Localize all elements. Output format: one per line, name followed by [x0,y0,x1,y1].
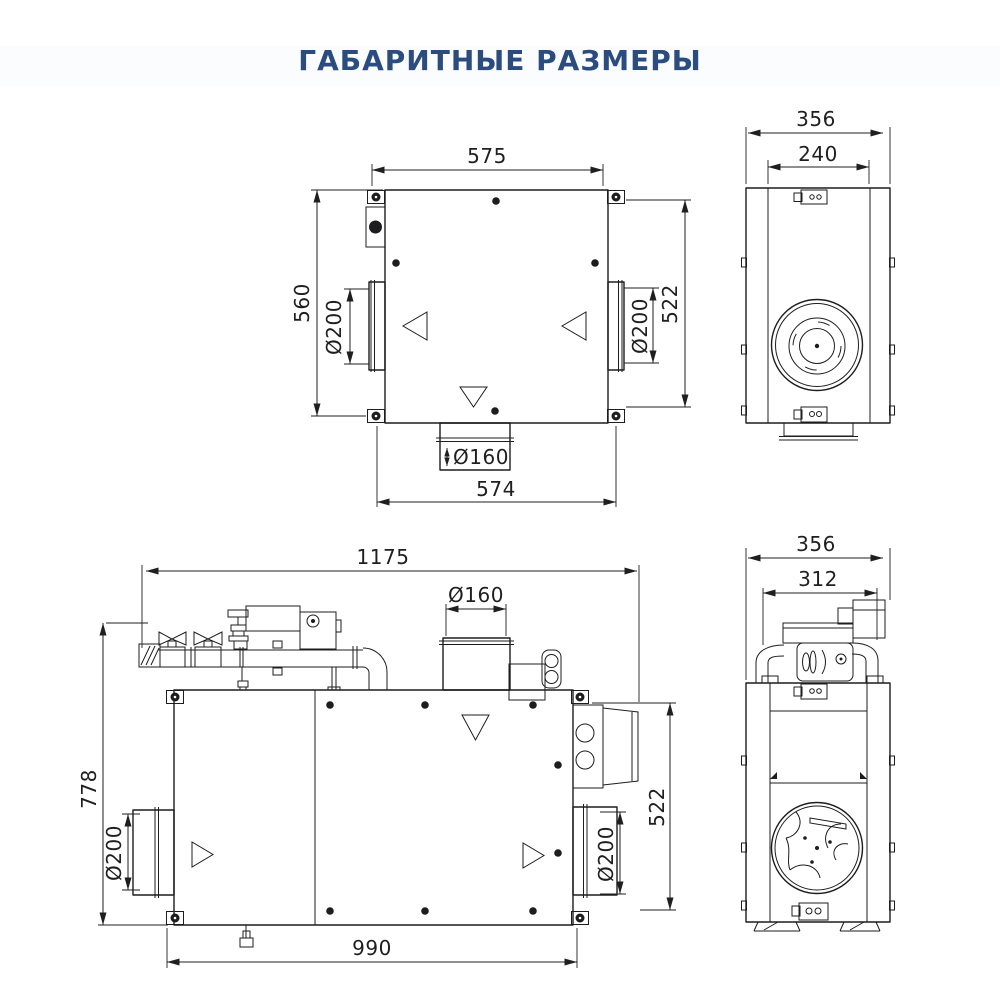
background-tint-band [0,46,1000,86]
dim-duct-right: Ø200 [624,287,659,364]
dim-length-total: 1175 [141,545,640,702]
dim-width-top: 575 [371,144,604,186]
dim-height-total: 778 [77,622,168,926]
dim-label: Ø200 [594,826,618,882]
pump-assembly [755,599,886,684]
front-view: 1175 Ø160 778 990 [77,545,676,968]
dim-duct-left: Ø200 [102,813,140,891]
corner-foot [367,190,385,204]
airflow-marker-right-icon [191,841,214,868]
dim-length-base: 990 [166,928,578,968]
dim-width-pump: 312 [762,567,878,645]
top-view: 575 574 560 522 [290,144,691,507]
dim-label: 574 [476,477,516,501]
dim-width-outer: 356 [745,532,891,680]
dim-height-right: 522 [626,199,691,408]
cable-gland-top [793,683,828,700]
dim-label: 522 [645,787,669,827]
dim-label: Ø160 [448,583,504,607]
duct-spigot-bottom [436,422,514,471]
dim-duct-right: Ø200 [594,811,626,895]
cable-gland-bottom [793,406,828,423]
panel-corner-mark [860,772,867,779]
unit-body-top [384,189,609,424]
condensate-drain [239,925,254,948]
duct-spigot-left [132,807,175,898]
side-view-upper: 356 240 [741,107,895,441]
airflow-marker-right-icon [522,842,545,869]
dim-label: 522 [658,284,682,324]
electrical-box [572,704,639,789]
dim-height-body: 522 [592,702,676,911]
corner-foot [607,409,625,423]
screw-dots [392,197,599,415]
dim-label: Ø200 [102,825,126,881]
drain-stub [237,667,249,691]
hinge-tabs [741,755,895,911]
corner-foot [367,409,385,423]
fan-inlet-circle [770,298,864,392]
corner-foot [607,190,625,204]
airflow-marker-down-icon [461,714,490,742]
cable-gland-bottom [791,902,829,921]
pipe-elbow [352,646,388,690]
airflow-marker-left-icon [402,311,428,341]
bottom-flange [779,422,858,441]
ball-valve [158,631,187,668]
dim-label: 560 [290,283,314,323]
corner-foot [571,690,589,704]
pipe-support [327,667,341,691]
dim-height-left: 560 [290,189,383,417]
dim-label: Ø200 [322,299,346,355]
page-title: ГАБАРИТНЫЕ РАЗМЕРЫ [298,44,702,77]
dim-label: Ø160 [453,445,509,469]
dim-duct-top: Ø160 [445,583,507,636]
airflow-marker-left-icon [561,311,587,341]
unit-body-side [745,682,891,923]
corner-foot [166,911,184,925]
mounting-feet [753,921,881,932]
airflow-marker-down-icon [459,386,488,408]
fan-connector-box [508,649,562,701]
dim-label: 1175 [357,545,410,569]
duct-spigot-right [607,280,625,372]
dim-label: 356 [796,107,836,131]
valve-actuator [227,605,301,650]
dim-width-inner: 240 [767,142,870,184]
dim-label: 240 [798,142,838,166]
corner-foot [571,911,589,925]
duct-spigot-left [368,280,386,372]
hinge-tabs [741,257,895,416]
cable-gland-top [793,189,828,205]
unit-body-front [173,689,574,926]
dim-label: 575 [467,144,507,168]
dim-width-outer: 356 [745,107,891,184]
dim-width-bottom: 574 [376,426,617,507]
duct-spigot-top [439,637,514,691]
dim-duct-bottom: Ø160 [444,445,509,469]
dim-label: 778 [77,769,101,809]
dim-label: 356 [796,532,836,556]
dim-label: Ø200 [628,298,652,354]
actuator-box [365,206,386,248]
dim-duct-left: Ø200 [322,288,369,365]
fan-impeller-circle [770,801,864,895]
corner-foot [166,690,184,704]
screw-dots [326,701,562,915]
ball-valve [193,631,223,668]
water-piping-assembly [138,605,388,691]
dim-label: 312 [798,567,838,591]
dim-label: 990 [352,936,392,960]
circulation-pump [299,611,342,650]
side-view-lower: 356 312 [741,532,895,932]
panel-corner-mark [770,772,777,779]
